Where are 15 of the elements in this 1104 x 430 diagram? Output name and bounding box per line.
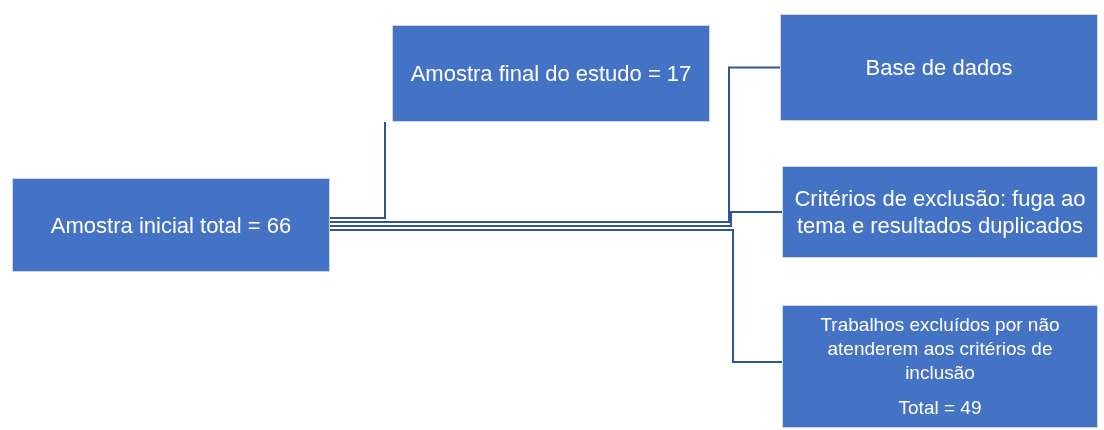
box-text: Total = 49 [898, 396, 982, 420]
connector-line [329, 211, 783, 227]
connector-line [329, 121, 386, 219]
box-text: Trabalhos excluídos por não atenderem aos critérios de inclusão [819, 313, 1061, 385]
connector-line [329, 66, 781, 223]
process-box [12, 178, 330, 272]
box-text: Base de dados [865, 54, 1013, 82]
box-text: Critérios de exclusão: fuga ao tema e resultados duplicados [793, 184, 1087, 240]
box-text: Amostra inicial total = 66 [50, 211, 292, 240]
process-box [392, 25, 710, 122]
connector-line [329, 229, 783, 363]
process-box [782, 305, 1098, 428]
process-box [782, 166, 1098, 258]
process-box [780, 14, 1098, 121]
box-text: Amostra final do estudo = 17 [410, 60, 692, 88]
